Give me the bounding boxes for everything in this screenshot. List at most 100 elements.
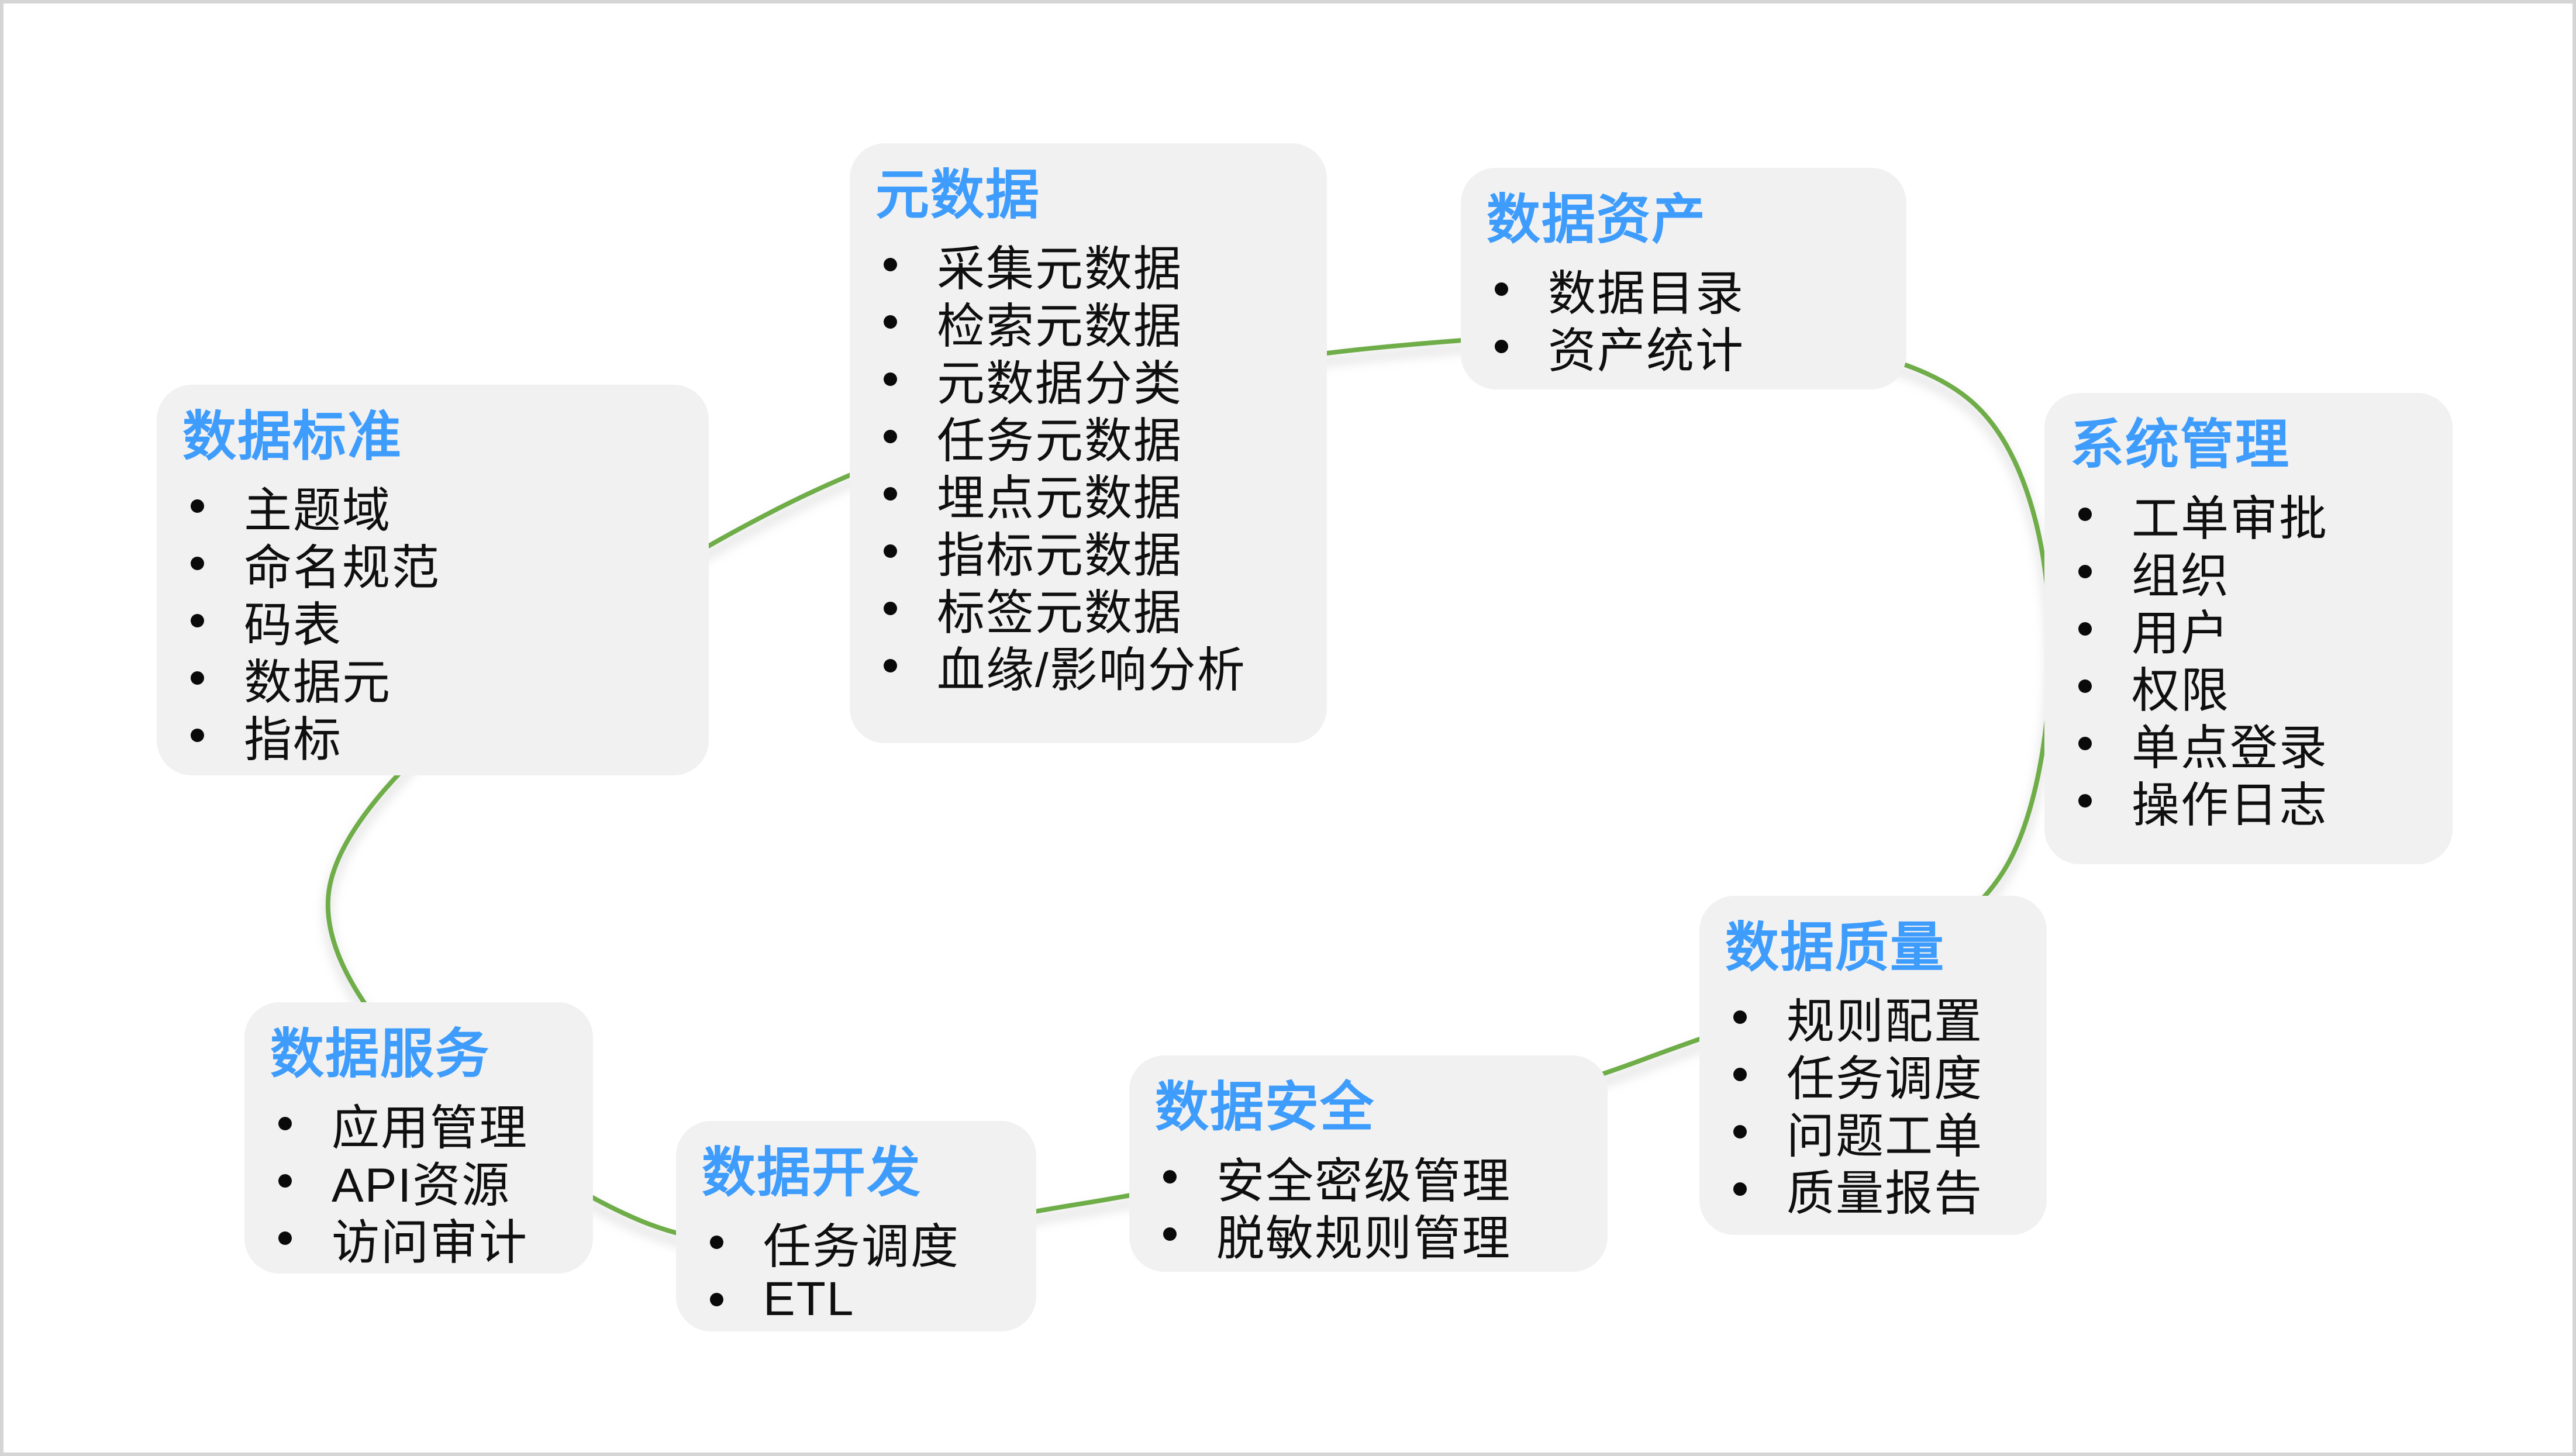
bullet-icon [1733,1067,1747,1081]
node-item-label: 工单审批 [2132,492,2329,546]
bullet-icon [191,671,204,685]
node-data-standard: 数据标准主题域命名规范码表数据元指标 [157,385,709,775]
bullet-icon [884,601,897,615]
bullet-icon [2078,793,2092,808]
node-item-label: 采集元数据 [937,242,1183,296]
list-item: 规则配置 [1725,988,2021,1048]
bullet-icon [1733,1124,1747,1138]
node-item-label: 用户 [2132,606,2230,660]
node-item-list: 数据目录资产统计 [1487,260,1881,378]
bullet-icon [884,372,897,386]
node-item-label: 数据元 [244,655,392,709]
bullet-icon [1733,1182,1747,1196]
node-item-list: 主题域命名规范码表数据元指标 [182,477,683,767]
bullet-icon [2078,736,2092,750]
node-item-list: 采集元数据检索元数据元数据分类任务元数据埋点元数据指标元数据标签元数据血缘/影响… [875,236,1301,697]
node-item-label: 安全密级管理 [1216,1154,1512,1208]
list-item: 应用管理 [270,1095,567,1155]
bullet-icon [1163,1169,1177,1184]
list-item: 任务元数据 [875,408,1301,468]
node-item-list: 规则配置任务调度问题工单质量报告 [1725,988,2021,1220]
node-item-label: ETL [763,1272,855,1326]
list-item: 脱敏规则管理 [1155,1205,1582,1265]
node-item-label: 权限 [2132,664,2230,717]
list-item: 任务调度 [702,1213,1011,1274]
node-item-label: 标签元数据 [937,586,1183,640]
list-item: 命名规范 [182,534,683,595]
bullet-icon [278,1231,292,1245]
list-item: 用户 [2070,600,2427,660]
list-item: 埋点元数据 [875,465,1301,525]
list-item: 检索元数据 [875,293,1301,353]
list-item: 主题域 [182,477,683,537]
bullet-icon [2078,622,2092,636]
node-metadata: 元数据采集元数据检索元数据元数据分类任务元数据埋点元数据指标元数据标签元数据血缘… [850,143,1327,743]
list-item: 操作日志 [2070,772,2427,832]
bullet-icon [191,499,204,513]
node-item-label: 任务调度 [763,1220,960,1274]
node-item-label: 指标 [244,713,343,767]
node-item-label: 操作日志 [2132,778,2329,832]
bullet-icon [884,315,897,329]
node-item-label: 质量报告 [1787,1167,1984,1220]
node-title: 数据标准 [182,407,403,467]
bullet-icon [278,1116,292,1130]
node-item-label: 任务元数据 [937,414,1183,468]
list-item: 标签元数据 [875,579,1301,640]
list-item: 指标 [182,706,683,767]
bullet-icon [884,429,897,443]
bullet-icon [1495,282,1508,296]
node-item-label: 检索元数据 [937,299,1183,353]
node-title: 数据开发 [702,1143,922,1203]
bullet-icon [884,544,897,558]
node-item-label: 任务调度 [1787,1052,1984,1106]
list-item: 质量报告 [1725,1160,2021,1220]
node-item-label: API资源 [332,1158,511,1212]
list-item: 血缘/影响分析 [875,637,1301,697]
list-item: 码表 [182,592,683,652]
list-item: 权限 [2070,657,2427,717]
bullet-icon [1733,1010,1747,1024]
node-item-label: 指标元数据 [937,529,1183,582]
node-item-label: 埋点元数据 [937,471,1183,525]
bullet-icon [191,613,204,627]
bullet-icon [884,257,897,271]
node-title: 数据服务 [270,1024,491,1084]
node-item-label: 规则配置 [1787,995,1984,1048]
bullet-icon [1495,339,1508,353]
node-title: 数据质量 [1725,918,1946,978]
node-item-label: 码表 [244,598,343,652]
node-item-label: 访问审计 [332,1216,529,1269]
node-system-management: 系统管理工单审批组织用户权限单点登录操作日志 [2044,393,2453,864]
bullet-icon [884,487,897,501]
list-item: 工单审批 [2070,485,2427,546]
list-item: 指标元数据 [875,522,1301,582]
list-item: 数据目录 [1487,260,1881,320]
bullet-icon [278,1174,292,1188]
node-item-label: 主题域 [244,484,392,537]
list-item: ETL [702,1271,1011,1328]
node-item-label: 资产统计 [1548,324,1745,378]
bullet-icon [710,1235,723,1249]
bullet-icon [191,728,204,742]
node-item-list: 工单审批组织用户权限单点登录操作日志 [2070,485,2427,832]
node-title: 系统管理 [2070,415,2291,475]
bullet-icon [2078,679,2092,693]
list-item: API资源 [270,1152,567,1212]
node-item-label: 组织 [2132,549,2230,603]
list-item: 访问审计 [270,1209,567,1269]
bullet-icon [884,658,897,672]
node-item-label: 单点登录 [2132,721,2329,775]
bullet-icon [191,556,204,570]
node-item-label: 血缘/影响分析 [937,643,1246,697]
node-item-label: 命名规范 [244,541,441,595]
node-data-assets: 数据资产数据目录资产统计 [1461,168,1906,389]
list-item: 资产统计 [1487,318,1881,378]
node-item-list: 安全密级管理脱敏规则管理 [1155,1148,1582,1265]
node-item-label: 应用管理 [332,1101,529,1155]
node-title: 数据资产 [1487,190,1707,250]
